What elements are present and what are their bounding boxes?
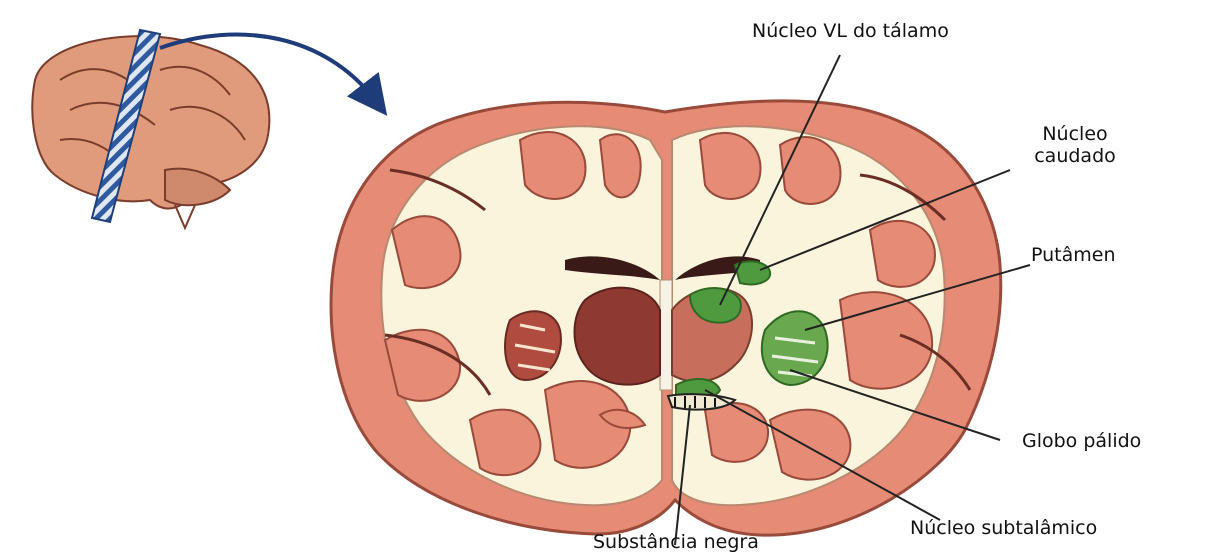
label-putamen: Putâmen [1031, 244, 1116, 266]
label-subthalamic: Núcleo subtalâmico [910, 517, 1097, 539]
label-vl-thalamus: Núcleo VL do tálamo [752, 20, 949, 42]
label-caudate-line1: Núcleo [1025, 123, 1125, 145]
label-substantia-nigra: Substância negra [593, 531, 759, 553]
label-caudate: Núcleo caudado [1025, 123, 1125, 167]
coronal-section [331, 101, 1001, 535]
label-caudate-line2: caudado [1025, 145, 1125, 167]
label-globus-pallidus: Globo pálido [1022, 430, 1141, 452]
